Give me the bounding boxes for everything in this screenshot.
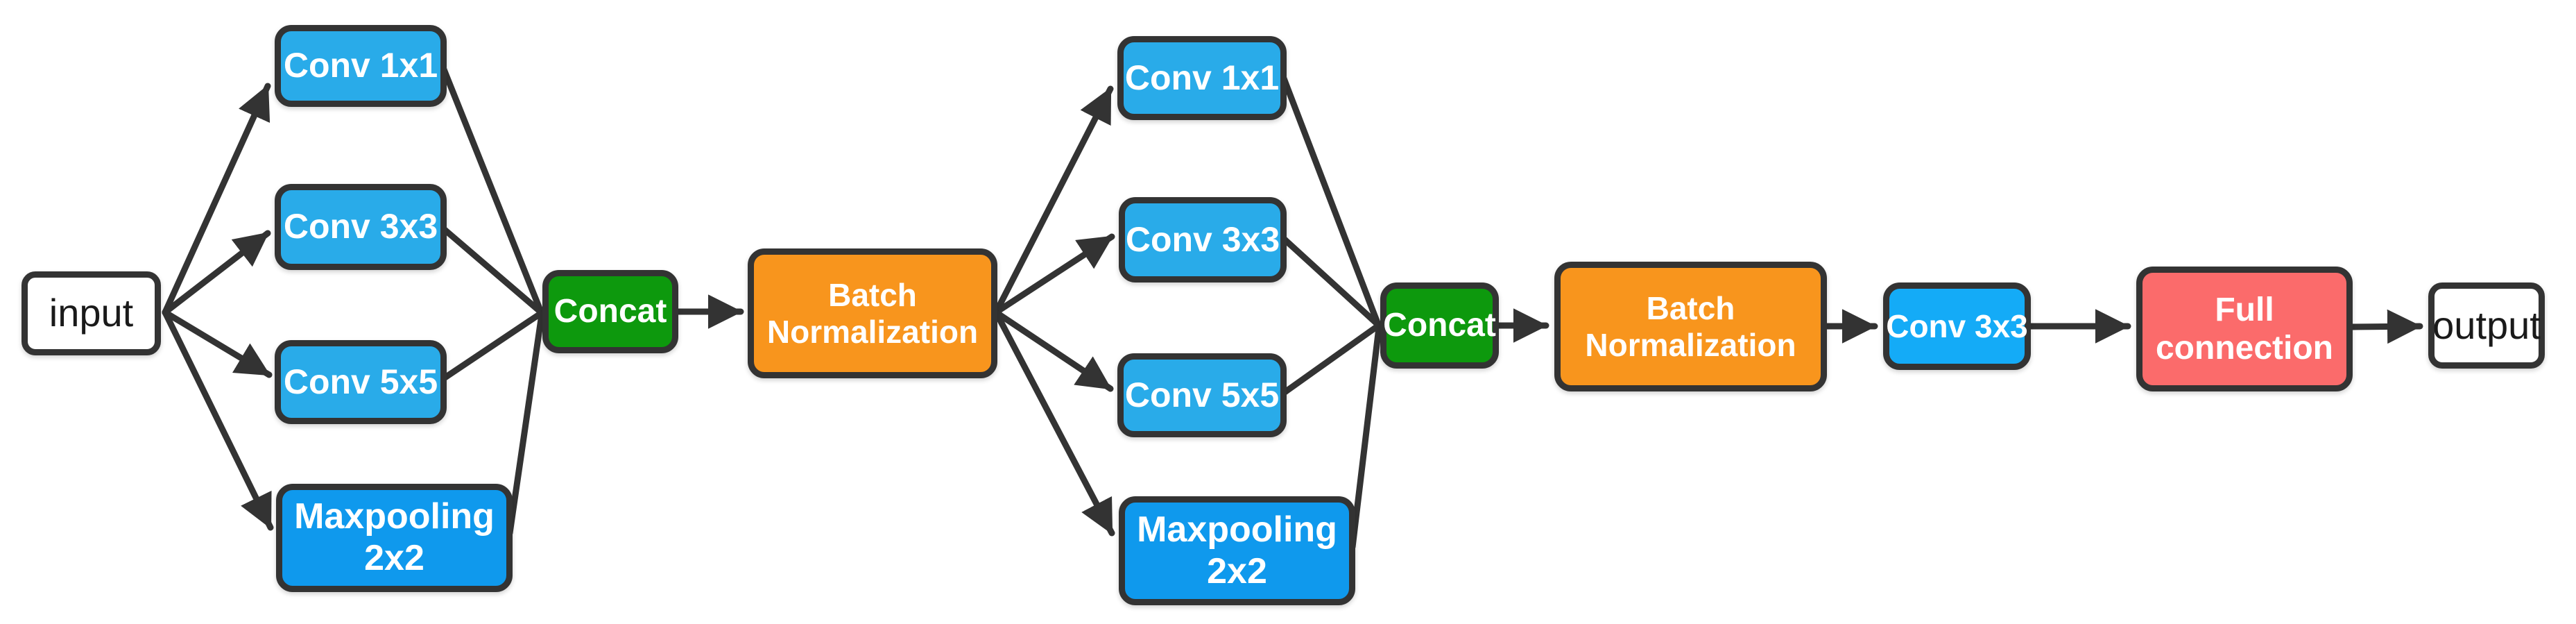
edge-input-conv3x3-1 [162, 230, 271, 316]
node-stage1-concat-label: Concat [553, 293, 667, 330]
edge-batchnorm-conv1x1-2 [993, 85, 1114, 316]
node-stage2-conv3x3-label: Conv 3x3 [1125, 219, 1280, 259]
edge-maxpool-concat-1 [506, 311, 545, 537]
node-head-conv3x3: Conv 3x3 [1883, 283, 2031, 370]
node-stage2-concat: Concat [1380, 283, 1499, 369]
edge-batchnorm-conv3x3-2 [993, 233, 1115, 316]
node-stage2-batchnorm-label: Batch Normalization [1585, 289, 1796, 363]
edge-maxpool-concat-2 [1349, 324, 1382, 550]
node-stage1-batchnorm-label: Batch Normalization [766, 276, 979, 350]
edge-conv1x1-concat-2 [1280, 75, 1381, 326]
node-stage1-concat: Concat [542, 270, 678, 353]
node-stage2-conv3x3: Conv 3x3 [1119, 197, 1287, 283]
node-stage1-conv1x1: Conv 1x1 [275, 25, 447, 107]
edge-batchnorm-conv5x5-2 [993, 309, 1114, 392]
node-input: input [22, 271, 161, 355]
node-output: output [2428, 283, 2545, 369]
node-stage2-maxpool-label: Maxpooling 2x2 [1137, 509, 1337, 591]
node-stage1-batchnorm: Batch Normalization [748, 248, 997, 378]
node-stage1-maxpool: Maxpooling 2x2 [276, 484, 513, 592]
edge-conv1x1-concat-1 [440, 66, 544, 314]
node-stage2-maxpool: Maxpooling 2x2 [1119, 496, 1355, 605]
edge-conv3x3-concat-2 [1280, 235, 1381, 328]
node-stage1-conv5x5: Conv 5x5 [275, 340, 447, 424]
node-stage1-maxpool-label: Maxpooling 2x2 [294, 496, 495, 578]
node-input-label: input [49, 291, 134, 335]
node-stage2-conv1x1: Conv 1x1 [1117, 36, 1287, 120]
edge-fullconnection-output [2348, 309, 2423, 344]
node-stage2-conv1x1-label: Conv 1x1 [1124, 58, 1280, 97]
node-stage1-conv3x3: Conv 3x3 [275, 184, 447, 270]
node-output-label: output [2432, 303, 2541, 347]
node-stage2-concat-label: Concat [1383, 307, 1496, 344]
node-head-full-connection: Full connection [2136, 267, 2353, 391]
node-head-full-connection-label: Full connection [2155, 291, 2333, 366]
edge-input-conv5x5-1 [162, 309, 273, 378]
node-stage1-conv1x1-label: Conv 1x1 [283, 46, 438, 85]
node-stage2-batchnorm: Batch Normalization [1554, 262, 1827, 391]
node-head-conv3x3-label: Conv 3x3 [1886, 307, 2028, 344]
node-stage1-conv3x3-label: Conv 3x3 [283, 207, 438, 246]
edge-input-conv1x1-1 [162, 83, 271, 316]
node-stage1-conv5x5-label: Conv 5x5 [283, 362, 438, 401]
edge-batchnorm-maxpool-2 [993, 309, 1115, 537]
edge-conv5x5-concat-1 [440, 310, 544, 382]
edge-conv3x3-concat-1 [440, 226, 544, 315]
node-stage2-conv5x5-label: Conv 5x5 [1124, 375, 1280, 414]
edge-conv5x5-concat-2 [1280, 323, 1381, 396]
node-stage2-conv5x5: Conv 5x5 [1117, 353, 1287, 437]
edge-input-maxpool-1 [162, 309, 274, 531]
